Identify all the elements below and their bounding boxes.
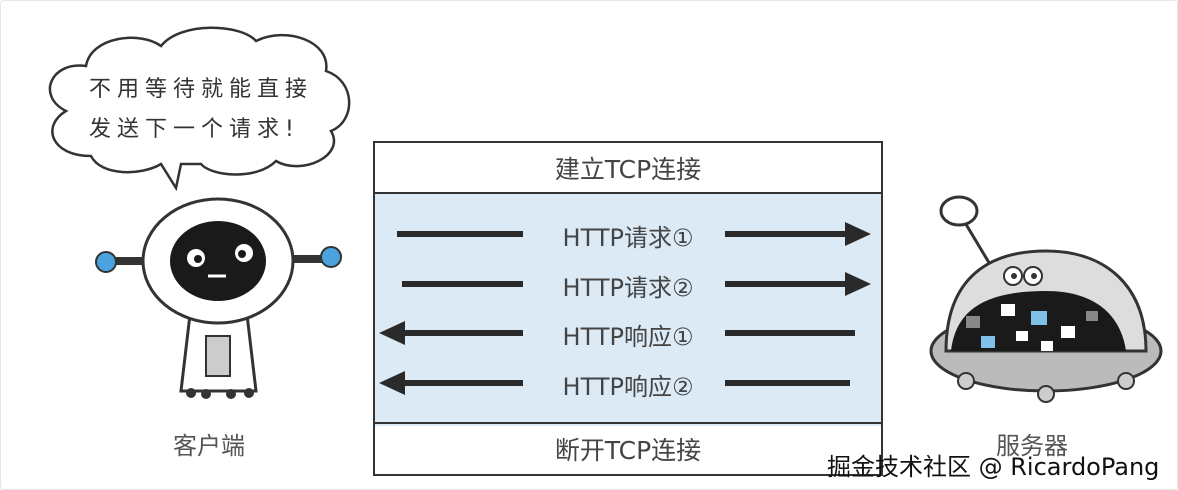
server-robot-icon (929, 195, 1163, 403)
close-connection-label: 断开TCP连接 (375, 422, 881, 474)
http-exchange-band: HTTP请求① HTTP请求② HTTP响应① HTTP响应② (375, 194, 881, 426)
http-request-1: HTTP请求① (562, 224, 694, 252)
tcp-connection: 建立TCP连接 HTTP请求① HTTP请求② HTTP响应① HTTP响应② … (373, 141, 883, 476)
arrow-response-2 (379, 371, 850, 395)
message-arrows (379, 222, 871, 395)
arrow-response-1 (379, 321, 855, 345)
bubble-line-2: 发送下一个请求! (89, 117, 300, 142)
http-response-1: HTTP响应① (562, 323, 694, 351)
server-label: 服务器 (996, 432, 1068, 460)
arrow-request-2 (402, 272, 871, 296)
arrow-request-1 (397, 222, 871, 246)
client-robot-icon (95, 197, 342, 399)
http-request-2: HTTP请求② (562, 274, 694, 302)
client-label: 客户端 (173, 432, 245, 460)
open-connection-label: 建立TCP连接 (375, 143, 881, 194)
watermark: 掘金技术社区 @ RicardoPang (827, 453, 1160, 481)
http-response-2: HTTP响应② (562, 373, 694, 401)
speech-bubble (48, 26, 351, 191)
bubble-line-1: 不用等待就能直接 (89, 77, 314, 102)
